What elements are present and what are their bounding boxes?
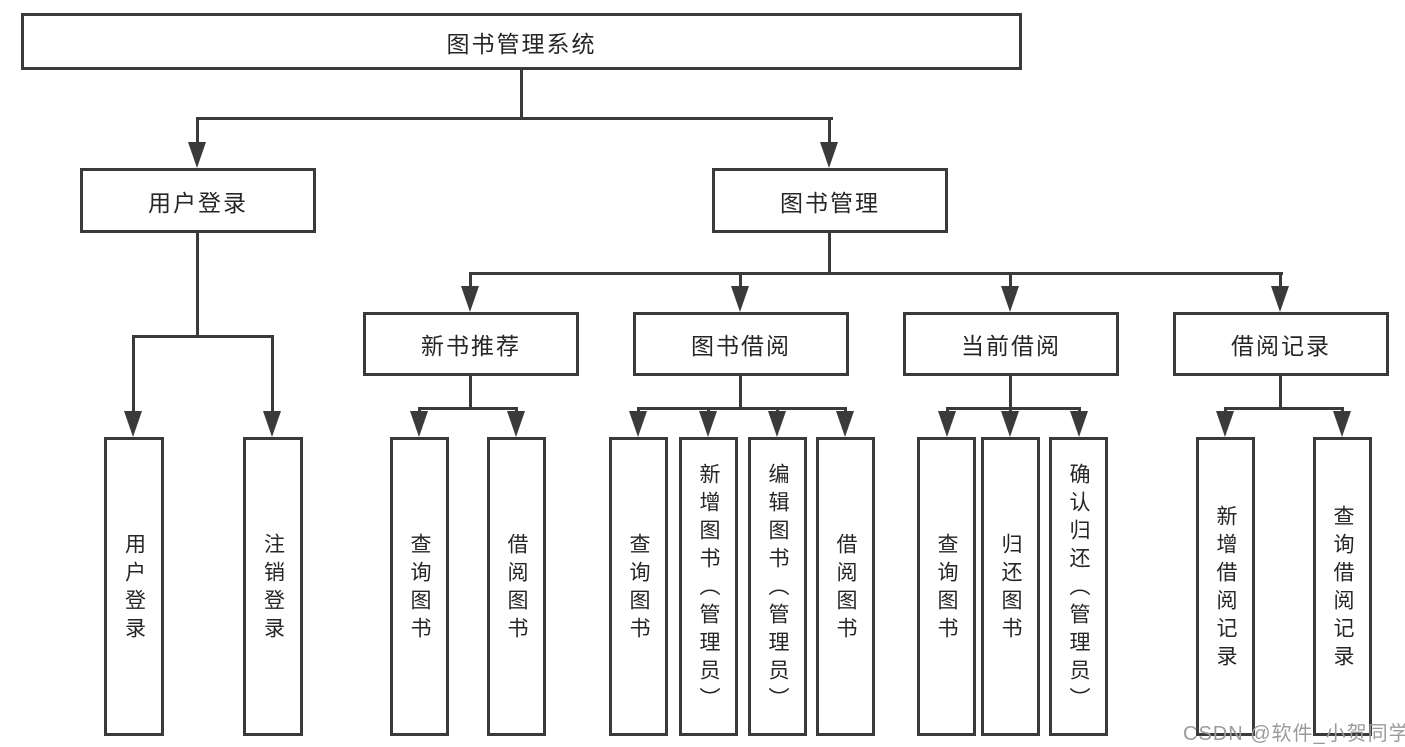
connector-drop bbox=[1009, 407, 1012, 414]
connector-bookmgmt-stem bbox=[828, 232, 831, 272]
arrowhead-down-icon bbox=[1001, 286, 1019, 312]
connector-drop bbox=[196, 117, 199, 144]
node-new-book-recommend: 新书推荐 bbox=[363, 312, 579, 376]
csdn-watermark: CSDN @软件_小贺同学 bbox=[1183, 723, 1405, 745]
connector-drop bbox=[271, 335, 274, 412]
leaf-query-book-borrow: 查询图书 bbox=[609, 437, 668, 736]
arrowhead-down-icon bbox=[938, 411, 956, 437]
arrowhead-down-icon bbox=[1001, 411, 1019, 437]
connector-drop bbox=[1279, 272, 1282, 288]
arrowhead-down-icon bbox=[263, 411, 281, 437]
arrowhead-down-icon bbox=[768, 411, 786, 437]
connector-drop bbox=[515, 407, 518, 414]
arrowhead-down-icon bbox=[836, 411, 854, 437]
leaf-borrow-book: 借阅图书 bbox=[816, 437, 875, 736]
connector-group-bar bbox=[1224, 407, 1343, 410]
connector-drop bbox=[1009, 272, 1012, 288]
leaf-confirm-return-admin: 确认归还（管理员） bbox=[1049, 437, 1108, 736]
node-book-borrow: 图书借阅 bbox=[633, 312, 849, 376]
node-user-login: 用户登录 bbox=[80, 168, 316, 233]
connector-drop bbox=[469, 272, 472, 288]
connector-userlogin-bar bbox=[132, 335, 274, 338]
arrowhead-down-icon bbox=[461, 286, 479, 312]
connector-drop bbox=[637, 407, 640, 414]
leaf-add-book-admin: 新增图书（管理员） bbox=[679, 437, 738, 736]
leaf-add-borrow-record: 新增借阅记录 bbox=[1196, 437, 1255, 736]
leaf-query-book-current: 查询图书 bbox=[917, 437, 976, 736]
arrowhead-down-icon bbox=[731, 286, 749, 312]
connector-stem bbox=[1009, 375, 1012, 407]
leaf-borrow-book-recommend: 借阅图书 bbox=[487, 437, 546, 736]
connector-drop bbox=[828, 117, 831, 144]
node-book-management: 图书管理 bbox=[712, 168, 948, 233]
leaf-logout: 注销登录 bbox=[243, 437, 303, 736]
arrowhead-down-icon bbox=[1216, 411, 1234, 437]
connector-stem bbox=[469, 375, 472, 407]
arrowhead-down-icon bbox=[410, 411, 428, 437]
connector-group-bar bbox=[637, 407, 846, 410]
arrowhead-down-icon bbox=[629, 411, 647, 437]
arrowhead-down-icon bbox=[188, 142, 206, 168]
connector-drop bbox=[776, 407, 779, 414]
leaf-query-book-recommend: 查询图书 bbox=[390, 437, 449, 736]
arrowhead-down-icon bbox=[124, 411, 142, 437]
leaf-query-borrow-record: 查询借阅记录 bbox=[1313, 437, 1372, 736]
arrowhead-down-icon bbox=[507, 411, 525, 437]
connector-group-bar bbox=[946, 407, 1080, 410]
arrowhead-down-icon bbox=[699, 411, 717, 437]
node-borrow-records: 借阅记录 bbox=[1173, 312, 1389, 376]
connector-drop bbox=[1341, 407, 1344, 414]
connector-stem bbox=[1279, 375, 1282, 407]
connector-drop bbox=[1078, 407, 1081, 414]
arrowhead-down-icon bbox=[1333, 411, 1351, 437]
connector-drop bbox=[844, 407, 847, 414]
arrowhead-down-icon bbox=[1070, 411, 1088, 437]
arrowhead-down-icon bbox=[1271, 286, 1289, 312]
connector-drop bbox=[1224, 407, 1227, 414]
node-current-borrow: 当前借阅 bbox=[903, 312, 1119, 376]
leaf-edit-book-admin: 编辑图书（管理员） bbox=[748, 437, 807, 736]
connector-userlogin-stem bbox=[196, 232, 199, 335]
connector-stem bbox=[739, 375, 742, 407]
leaf-user-login: 用户登录 bbox=[104, 437, 164, 736]
connector-drop bbox=[739, 272, 742, 288]
connector-drop bbox=[707, 407, 710, 414]
connector-level3-bar bbox=[469, 272, 1283, 275]
connector-level1-bar bbox=[196, 117, 833, 120]
connector-root-stem bbox=[520, 69, 523, 117]
leaf-return-book: 归还图书 bbox=[981, 437, 1040, 736]
connector-group-bar bbox=[418, 407, 518, 410]
connector-drop bbox=[132, 335, 135, 412]
node-library-management-system: 图书管理系统 bbox=[21, 13, 1022, 70]
connector-drop bbox=[946, 407, 949, 414]
arrowhead-down-icon bbox=[820, 142, 838, 168]
connector-drop bbox=[418, 407, 421, 414]
